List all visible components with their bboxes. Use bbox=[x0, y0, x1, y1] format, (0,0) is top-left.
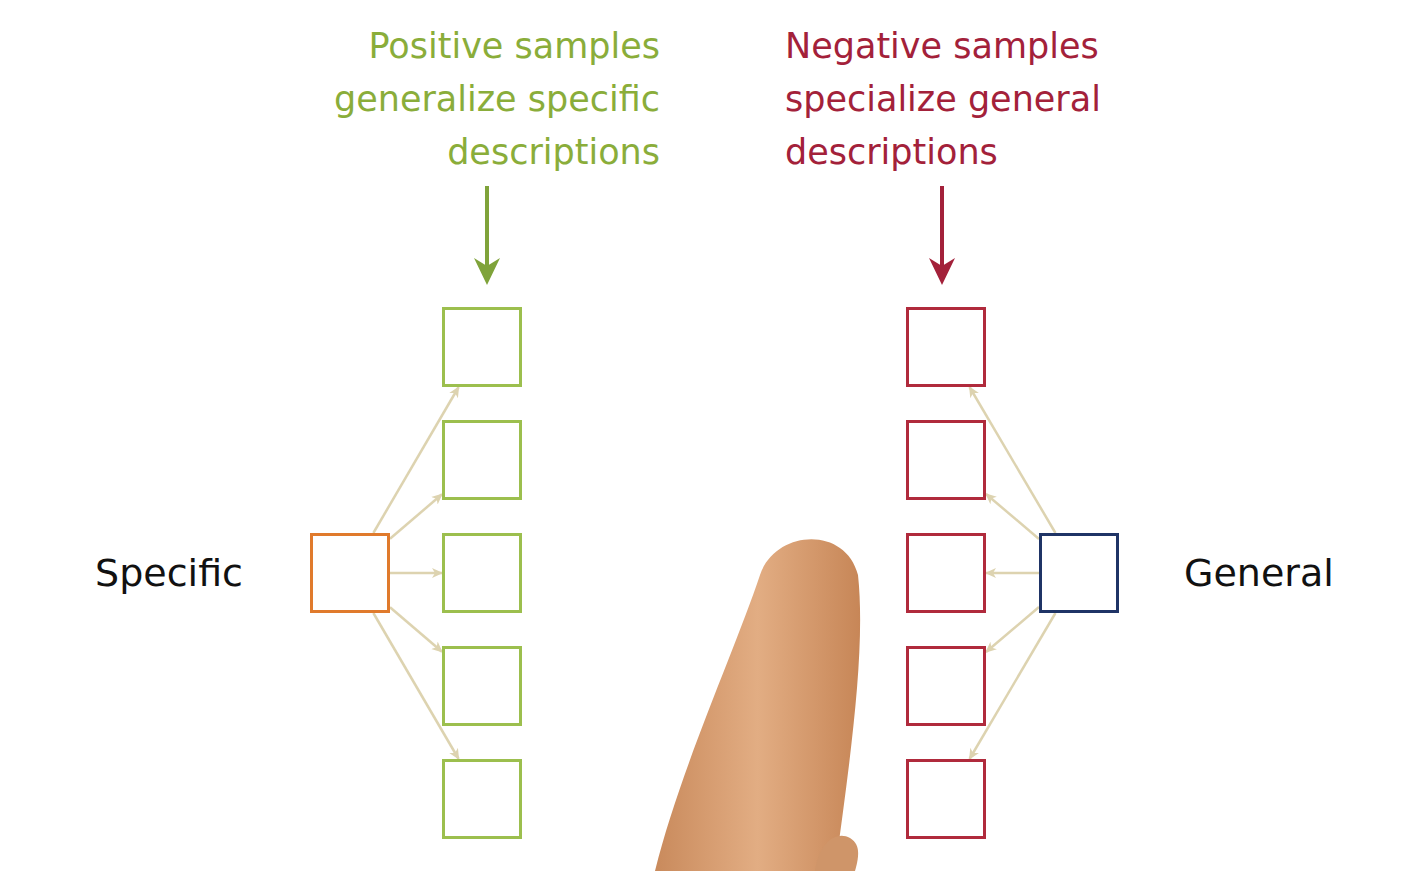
refinement-arrow bbox=[390, 607, 442, 652]
generalized-box bbox=[442, 759, 522, 839]
specialized-box bbox=[906, 759, 986, 839]
finger-illustration bbox=[655, 539, 860, 871]
refinement-arrow bbox=[986, 607, 1039, 652]
specialized-box bbox=[906, 307, 986, 387]
specialized-box bbox=[906, 420, 986, 500]
refinement-arrow bbox=[390, 494, 442, 539]
refinement-arrow bbox=[986, 494, 1039, 539]
refinement-arrow bbox=[390, 572, 442, 575]
refinement-arrow bbox=[970, 613, 1056, 759]
general-box: General bbox=[1039, 533, 1119, 613]
generalized-box bbox=[442, 533, 522, 613]
pointer-arrow bbox=[940, 186, 944, 270]
box-heading: Specific bbox=[95, 551, 243, 595]
refinement-arrow bbox=[373, 387, 458, 533]
pointer-arrowhead bbox=[929, 258, 955, 285]
generalized-box bbox=[442, 646, 522, 726]
generalized-box bbox=[442, 420, 522, 500]
pointer-arrow bbox=[485, 186, 489, 270]
refinement-arrow bbox=[373, 613, 458, 759]
pointer-arrowhead bbox=[474, 258, 500, 285]
specialized-box bbox=[906, 533, 986, 613]
refinement-arrow bbox=[970, 387, 1056, 533]
finger-illustration bbox=[815, 836, 858, 871]
box-heading: General bbox=[1184, 551, 1334, 595]
refinement-arrow bbox=[986, 572, 1039, 575]
specialized-box bbox=[906, 646, 986, 726]
generalized-box bbox=[442, 307, 522, 387]
rule-caption: Positive samples generalize specific des… bbox=[240, 20, 660, 179]
rule-caption: Negative samples specialize general desc… bbox=[785, 20, 1205, 179]
specific-box: Specific bbox=[310, 533, 390, 613]
